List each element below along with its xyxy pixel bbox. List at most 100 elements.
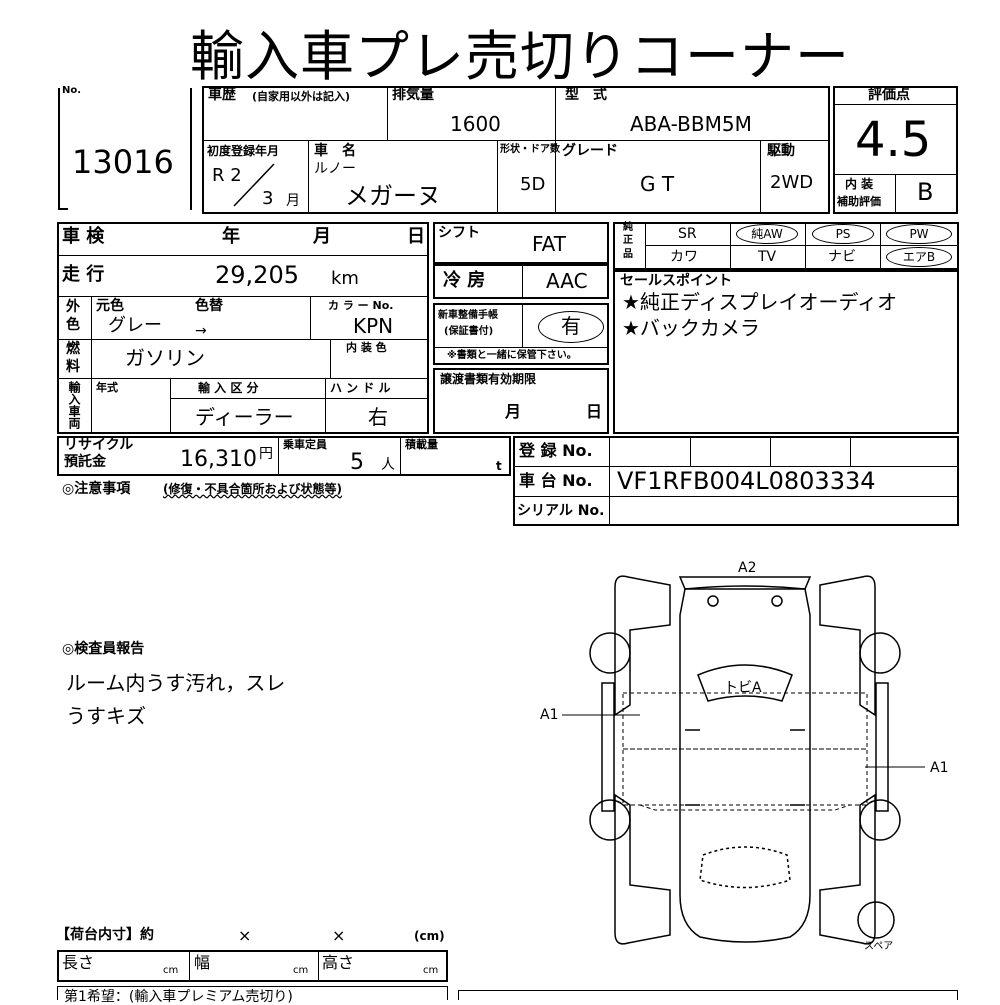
maintenance-note: ※書類と一緒に保管下さい。 (447, 350, 577, 361)
left-info-grid (57, 222, 429, 434)
recycle-label1: リサイクル (64, 437, 134, 453)
cargo-label: 【荷台内寸】約 (56, 927, 154, 943)
equip-navi: ナビ (828, 249, 856, 265)
interior-score-value: B (917, 178, 934, 206)
divider (310, 296, 311, 339)
first-reg-month: 3 (262, 188, 274, 209)
inspection-day: 日 (407, 226, 425, 247)
import-type-label: 輸 入 区 分 (198, 381, 259, 395)
registration-label: 登 録 No. (519, 441, 593, 460)
lot-number: 13016 (72, 143, 174, 181)
equipment-side-1: 正 (623, 235, 633, 246)
divider (690, 436, 691, 466)
page-title: 輸入車プレ売切りコーナー (190, 25, 850, 88)
divider (57, 339, 429, 340)
cargo-x2: × (332, 926, 346, 945)
ac-value: AAC (546, 269, 588, 293)
inspector-label: ◎検査員報告 (62, 641, 145, 657)
equipment-side-0: 純 (623, 222, 633, 233)
registration-box (513, 436, 959, 526)
divider (57, 378, 429, 379)
divider (189, 950, 190, 982)
color-orig: グレー (108, 315, 162, 336)
recycle-row (57, 436, 511, 476)
import-side: 輸入車両 (67, 381, 81, 429)
interior-score-label1: 内 装 (845, 177, 874, 191)
divider (330, 339, 331, 378)
load-unit: t (496, 459, 502, 473)
divider (308, 140, 309, 214)
divider (760, 140, 761, 214)
capacity-label: 乗車定員 (283, 438, 327, 451)
ac-box (433, 264, 609, 299)
sales-point-2: ★バックカメラ (622, 316, 760, 340)
divider (730, 222, 731, 270)
displacement-label: 排気量 (392, 87, 434, 103)
divider (522, 264, 523, 299)
ac-label: 冷 房 (443, 270, 486, 291)
lot-label: No. (62, 85, 82, 96)
shift-label: シフト (438, 225, 480, 241)
divider (609, 436, 610, 526)
lot-bracket-right (190, 88, 192, 210)
equipment-box (613, 222, 959, 270)
first-reg-slash (233, 163, 275, 207)
color-arrow: → (195, 323, 207, 339)
color-side1: 外 (66, 299, 80, 315)
capacity-unit: 人 (381, 457, 395, 473)
inspector-line-2: うすキズ (66, 704, 146, 728)
bottom-right-box (458, 990, 958, 1000)
divider (57, 255, 429, 256)
grade-label: グレード (562, 143, 618, 159)
divider (555, 86, 556, 214)
divider (325, 378, 326, 434)
mileage-value: 29,205 (215, 261, 299, 289)
first-reg-month-unit: 月 (286, 193, 300, 209)
capacity-value: 5 (350, 450, 364, 475)
chassis-label: 車 台 No. (519, 471, 593, 490)
recycle-unit: 円 (259, 446, 273, 462)
sales-point-1: ★純正ディスプレイオーディオ (622, 290, 898, 314)
model-code-label: 型 式 (565, 87, 607, 103)
interior-color-label: 内 装 色 (346, 341, 387, 354)
equip-airbag: エアB (886, 247, 952, 267)
divider (645, 222, 646, 270)
equip-alloy-wheel: 純AW (736, 224, 798, 244)
divider (202, 140, 830, 141)
divider (513, 496, 959, 497)
shift-box (433, 222, 609, 264)
drive-label: 駆動 (767, 143, 795, 159)
vehicle-info-box (202, 86, 830, 214)
equip-tv: TV (758, 249, 777, 265)
notes-label: ◎注意事項 (62, 481, 131, 497)
divider (850, 436, 851, 466)
divider (433, 347, 609, 348)
model-code-value: ABA-BBM5M (630, 112, 752, 136)
color-code: KPN (353, 314, 394, 338)
import-type: ディーラー (195, 405, 294, 429)
maintenance-value: 有 (538, 311, 604, 343)
divider (91, 296, 92, 378)
maintenance-label1: 新車整備手帳 (438, 310, 498, 321)
equip-sr: SR (678, 226, 697, 242)
car-damage-diagram (562, 575, 925, 945)
diagram-a2: A2 (738, 560, 757, 576)
divider (895, 174, 896, 214)
color-change-label: 色替 (195, 298, 223, 314)
equipment-side-2: 品 (623, 249, 633, 260)
import-year-label: 年式 (96, 381, 118, 394)
lot-bracket-foot (58, 208, 68, 210)
grade-value: G T (640, 172, 675, 196)
color-orig-label: 元色 (96, 298, 124, 314)
divider (387, 86, 388, 140)
divider (770, 436, 771, 466)
transfer-docs-month: 月 (505, 402, 522, 421)
divider (57, 296, 429, 297)
bottom-note-box (57, 986, 448, 1000)
divider (170, 398, 429, 399)
divider (833, 104, 958, 105)
divider (497, 140, 498, 214)
cargo-x1: × (238, 926, 252, 945)
lot-bracket-left (58, 88, 60, 210)
inspection-label: 車 検 (62, 226, 105, 247)
